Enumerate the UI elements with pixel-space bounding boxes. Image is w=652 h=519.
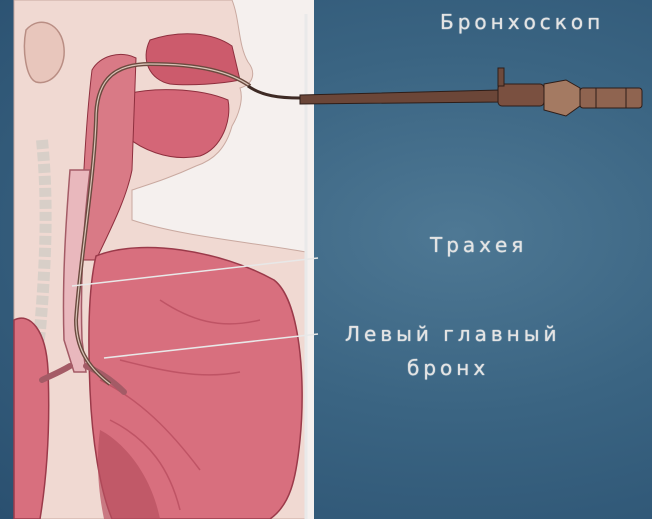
- bronchoscope-label: Бронхоскоп: [440, 10, 604, 34]
- trachea-label: Трахея: [430, 233, 527, 257]
- right-lung: [14, 318, 49, 519]
- left-main-bronchus-label: Левый главный: [345, 322, 560, 346]
- bronchoscope-handle: [580, 88, 642, 108]
- bronchoscope-shaft: [300, 90, 500, 104]
- left-main-bronchus-label-line2: бронх: [407, 356, 489, 380]
- bronchoscope-body: [498, 84, 544, 106]
- bronchoscope-port: [498, 68, 504, 86]
- bronchoscope-eyepiece-ring: [544, 80, 580, 116]
